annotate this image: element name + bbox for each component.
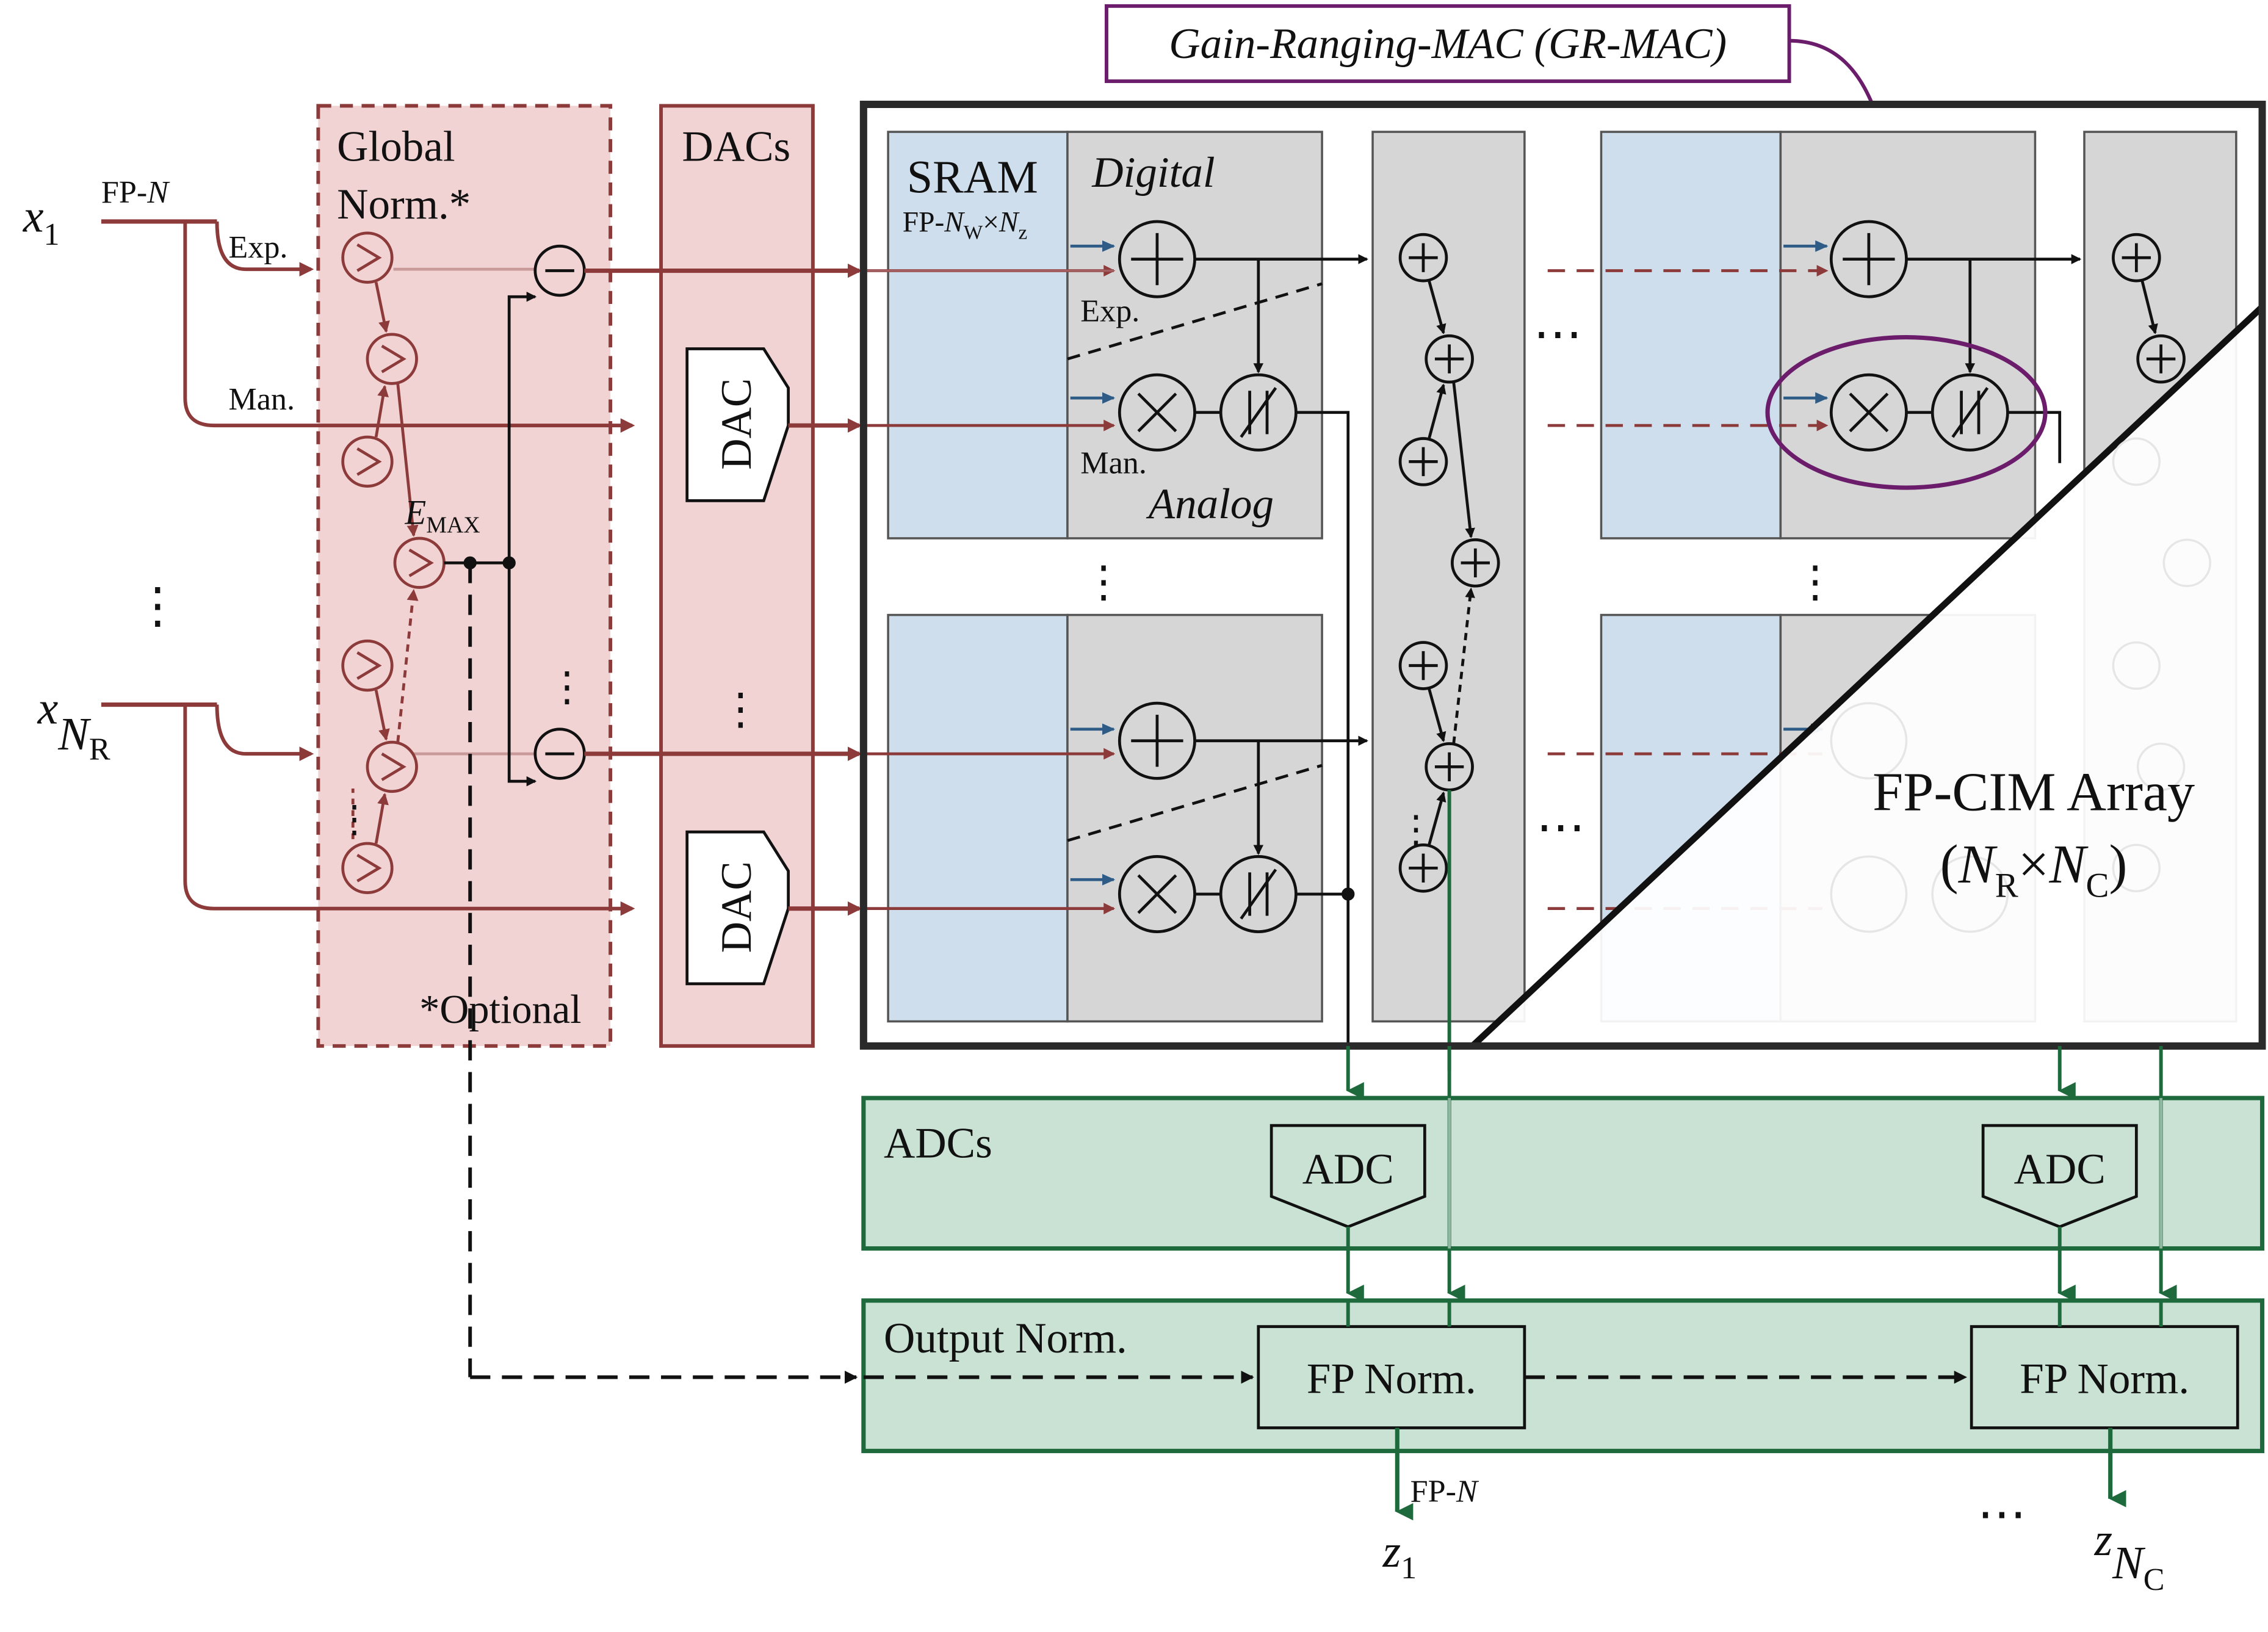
array-overlay: FP-CIM Array (NR×NC) [1470, 304, 2265, 1049]
zn-label: zNC [2094, 1514, 2165, 1597]
column-n-wiring [1906, 254, 2082, 463]
accumulator-vdots-col1: ⋮ [1397, 809, 1435, 851]
dac-output-lines [788, 418, 862, 916]
adcs-title: ADCs [884, 1119, 992, 1167]
dac-bottom-label: DAC [713, 861, 760, 953]
subtractor-vdots: ⋮ [547, 665, 587, 709]
sram-format-label: FP-NW×Nz [903, 207, 1027, 244]
comparator-tree [341, 231, 446, 894]
cim-cell-cn-r1 [1600, 131, 2037, 540]
inter-column-lines [1547, 265, 1829, 911]
emax-bus [444, 291, 858, 1384]
faded-green-lines [1448, 1098, 2162, 1249]
subtractor-bottom [533, 728, 586, 780]
sram-label: SRAM [907, 152, 1038, 203]
man-cell-label: Man. [1080, 446, 1147, 480]
xn-label: xNR [37, 682, 110, 767]
adder-c1-r2 [1118, 701, 1196, 780]
analog-label: Analog [1146, 480, 1274, 528]
adc-coln: ADC [1981, 1124, 2138, 1229]
cells-vdots-col1: ⋮ [1082, 558, 1125, 606]
fp-norm-coln: FP Norm. [1970, 1325, 2239, 1429]
comparator-vdots: ⋮ [336, 799, 374, 840]
cim-cell-c1-r1 [887, 131, 1323, 540]
man-input-label: Man. [228, 382, 295, 417]
fp-norm-col1: FP Norm. [1257, 1325, 1526, 1429]
fp-norm-coln-label: FP Norm. [2020, 1356, 2189, 1403]
adc-col1: ADC [1269, 1124, 1426, 1229]
fp-n-input-label: FP-N [101, 175, 170, 210]
accumulator-tree-col1 [1398, 233, 1500, 1071]
adc-coln-label: ADC [2014, 1146, 2106, 1193]
faded-red-lines [393, 267, 535, 756]
weight-lines [1070, 240, 1829, 886]
digital-label: Digital [1091, 149, 1215, 197]
inputs-vdots: ⋮ [133, 579, 182, 633]
comparator-tree-edges [351, 282, 419, 844]
array-frame-border [859, 101, 2266, 1050]
dac-top-label: DAC [713, 378, 760, 470]
cells-vdots-coln: ⋮ [1794, 558, 1837, 606]
fp-n-output-label: FP-N [1410, 1474, 1479, 1509]
x1-label: x1 [23, 191, 60, 252]
array-title: FP-CIM Array [1873, 762, 2195, 823]
array-hdots-top: ⋯ [1533, 307, 1583, 361]
column1-wiring [1067, 254, 1368, 1071]
dac-top: DAC [685, 347, 790, 502]
green-wiring [1346, 1045, 2177, 1521]
comparator-glyphs [356, 243, 434, 883]
global-norm-title-line2: Norm.* [337, 181, 471, 228]
array-dimensions: (NR×NC) [1940, 834, 2128, 905]
adc-col1-label: ADC [1302, 1146, 1394, 1193]
cim-cell-c1-r2 [887, 613, 1323, 1023]
exp-cell-label: Exp. [1080, 294, 1139, 328]
subtractor-top [533, 244, 586, 297]
accumulator-tree-coln [2112, 233, 2186, 384]
gr-mac-label: Gain-Ranging-MAC (GR-MAC) [1169, 20, 1727, 68]
emax-label: EMAX [405, 493, 480, 538]
optional-note: *Optional [419, 988, 581, 1032]
output-norm-title: Output Norm. [884, 1315, 1127, 1362]
exponent-lines [584, 263, 862, 761]
gr-mac-callout: Gain-Ranging-MAC (GR-MAC) [1105, 4, 1913, 333]
input-signal-lines [101, 219, 635, 916]
gr-mac-highlight [1765, 335, 2048, 490]
dac-bottom: DAC [685, 830, 790, 986]
output-hdots: ⋯ [1977, 1487, 2027, 1542]
array-hdots-bottom: ⋯ [1536, 800, 1586, 854]
global-norm-title-line1: Global [337, 123, 455, 170]
exp-input-label: Exp. [228, 230, 287, 265]
z1-label: z1 [1382, 1526, 1417, 1586]
dac-vdots: ⋮ [719, 685, 762, 733]
fp-norm-col1-label: FP Norm. [1307, 1356, 1476, 1403]
cell-input-lines [863, 265, 1116, 915]
dacs-title: DACs [682, 123, 790, 170]
